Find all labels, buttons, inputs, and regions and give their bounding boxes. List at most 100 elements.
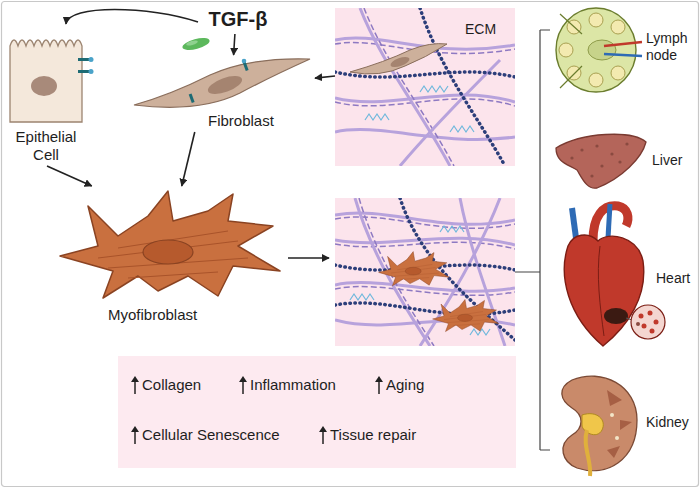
- epithelial-cell-drawing-part: [78, 58, 90, 61]
- heart-drawing-part: [564, 235, 643, 346]
- outcome-panel-part-part: [131, 376, 139, 382]
- ecm-panel-part-part: [420, 86, 448, 92]
- liver-drawing-part: [618, 160, 621, 163]
- node-label: Tissue repair: [330, 426, 500, 444]
- fibrotic-ecm-panel-part-part-part: [379, 252, 449, 286]
- heart-drawing-part: [642, 324, 647, 329]
- ecm-panel-part-part: [364, 8, 454, 166]
- text-slot: ECM: [463, 20, 509, 38]
- text-slot: TGF-β: [198, 7, 278, 31]
- lymph-node-drawing-part: [559, 43, 573, 57]
- text-slot: Heart: [656, 270, 696, 287]
- lymph-node-drawing-part: [588, 40, 616, 60]
- node-label: Collagen: [142, 376, 242, 394]
- outcome-panel-part: [118, 356, 516, 468]
- kidney-drawing-part: [562, 376, 637, 471]
- heart-drawing: [564, 204, 665, 346]
- text-slot: Lymph node: [646, 30, 694, 64]
- cell-node: Fibroblast: [130, 55, 315, 132]
- connector-arrow: [182, 132, 195, 186]
- text-slot: Kidney: [646, 414, 696, 431]
- text-slot: Tissue repair: [330, 426, 500, 444]
- kidney-drawing-part: [586, 430, 591, 476]
- organ-node: Kidney: [552, 370, 698, 478]
- text-slot: Aging: [386, 376, 486, 394]
- heart-drawing-part: [648, 311, 653, 316]
- lymph-node-drawing-part: [556, 8, 636, 92]
- liver-drawing-part: [580, 148, 583, 151]
- outcome-panel-part-part: [375, 376, 383, 382]
- fibroblast-drawing: [134, 59, 310, 108]
- fibroblast-drawing-part: [242, 59, 247, 64]
- kidney-drawing: [562, 376, 637, 476]
- node-label: Liver: [652, 152, 692, 169]
- organ-node: Heart: [548, 196, 698, 358]
- liver-drawing-part: [556, 134, 646, 188]
- text-slot: Collagen: [142, 376, 242, 394]
- ecm-panel-part: [335, 8, 515, 166]
- lymph-node-drawing: [556, 8, 642, 92]
- text-slot: Fibroblast: [208, 112, 308, 130]
- lymph-node-drawing-part: [604, 42, 642, 46]
- node-label: Myofibroblast: [108, 306, 238, 324]
- heart-drawing-part: [639, 314, 644, 319]
- fibrotic-ecm-panel-part-part: [379, 252, 449, 286]
- heart-drawing-part: [650, 329, 655, 334]
- text-slot: Inflammation: [250, 376, 370, 394]
- kidney-drawing-part: [610, 413, 614, 417]
- tgf-molecule: [181, 36, 211, 53]
- myofibroblast-drawing: [60, 191, 280, 298]
- heart-drawing-part: [631, 305, 665, 339]
- kidney-drawing-part: [615, 436, 619, 440]
- epithelial-cell-drawing-part: [78, 70, 90, 73]
- node-label: Kidney: [646, 414, 696, 431]
- outcome-panel-part-part: [242, 381, 244, 394]
- connector-arrow: [66, 10, 198, 25]
- epithelial-cell-drawing-part: [89, 69, 94, 74]
- organ-node: Lymph node: [552, 4, 696, 98]
- fibrotic-ecm-panel-part-part: [433, 300, 499, 332]
- tgf-molecule-part: [181, 36, 211, 53]
- organ-node: Liver: [552, 128, 694, 194]
- node-label: Cellular Senescence: [142, 426, 312, 444]
- outcome-panel-part-part: [134, 381, 136, 394]
- ecm-panel-part-part: [365, 114, 389, 120]
- outcome-panel-part-part: [378, 381, 380, 394]
- node-label: Lymph node: [646, 30, 694, 64]
- connector-arrow: [47, 166, 92, 186]
- ecm-panel-part-part: [389, 55, 411, 69]
- ecm-panel-part-part: [450, 126, 474, 132]
- text-slot: Myofibroblast: [108, 306, 238, 324]
- lymph-node-drawing-part: [589, 73, 603, 87]
- epithelial-cell-drawing-part: [31, 76, 57, 96]
- fibroblast-drawing-part: [134, 59, 310, 107]
- lymph-node-drawing-part: [611, 20, 625, 34]
- text-slot: Cellular Senescence: [142, 426, 312, 444]
- node-label: Fibroblast: [208, 112, 308, 130]
- flow-arrow: [288, 257, 329, 259]
- lymph-node-drawing-part: [604, 54, 642, 56]
- fibrotic-ecm-panel: [335, 198, 515, 346]
- liver-drawing-part: [625, 142, 628, 145]
- heart-drawing-part: [572, 208, 576, 238]
- liver-drawing: [556, 134, 646, 188]
- myofibroblast-drawing-part: [60, 191, 280, 298]
- node-label: Inflammation: [250, 376, 370, 394]
- matrix-panel: ECM: [335, 8, 515, 166]
- epithelial-cell-drawing-part: [89, 57, 94, 62]
- ecm-panel: [335, 8, 515, 166]
- ecm-panel-part-part: [420, 8, 505, 166]
- heart-drawing-part: [598, 246, 604, 336]
- kidney-drawing-part: [607, 390, 632, 458]
- node-label: Aging: [386, 376, 486, 394]
- heart-drawing-part: [608, 204, 610, 238]
- text-slot: Epithelial Cell: [4, 128, 88, 164]
- node-label: Epithelial Cell: [4, 128, 88, 164]
- liver-drawing-part: [610, 152, 613, 155]
- fibrotic-ecm-panel-part-part: [350, 294, 374, 300]
- lymph-node-drawing-part: [567, 66, 581, 80]
- epithelial-cell-drawing: [10, 40, 94, 122]
